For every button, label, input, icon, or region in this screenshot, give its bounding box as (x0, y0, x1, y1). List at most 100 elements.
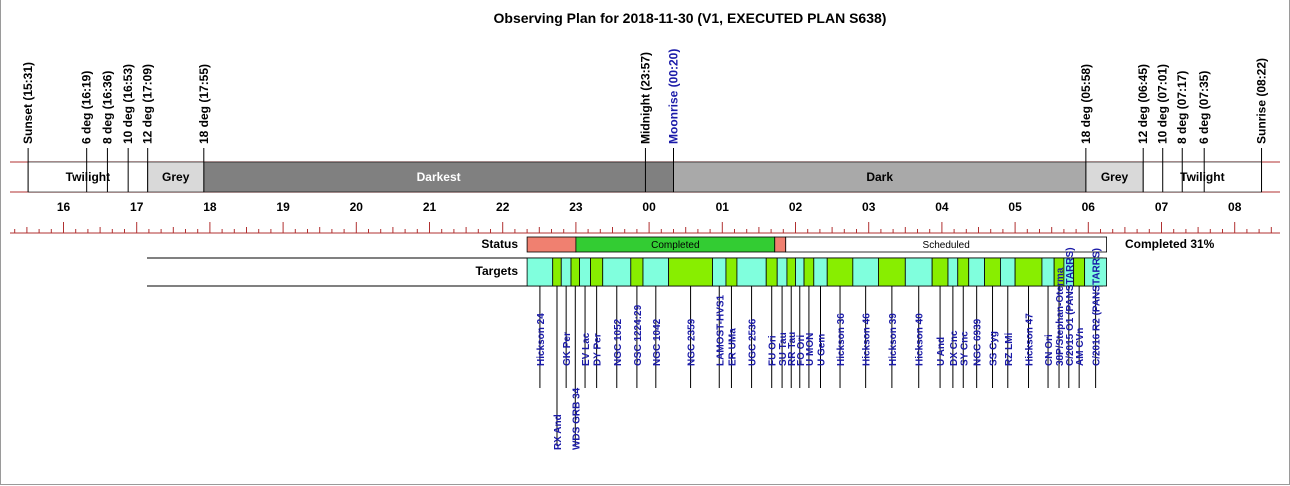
status-segment-0 (526, 236, 577, 253)
target-block-20 (852, 257, 879, 287)
target-label-6: NGC 1052 (613, 318, 624, 366)
target-label-26: NGC 6939 (973, 318, 984, 366)
target-block-1 (552, 257, 562, 287)
event-label-4: 12 deg (17:09) (141, 64, 155, 144)
event-label-11: 8 deg (07:17) (1175, 71, 1189, 144)
target-label-5: DY Per (593, 333, 604, 366)
target-label-15: RR Tau (787, 332, 798, 366)
target-label-25: SY Cnc (959, 331, 970, 366)
target-label-34: C/2016 R2 (PANSTARRS) (1092, 248, 1103, 366)
period-label-0: Twilight (66, 170, 110, 184)
target-label-18: U Gem (817, 334, 828, 366)
hour-label-23: 23 (569, 200, 583, 214)
target-block-25 (957, 257, 970, 287)
target-block-18 (813, 257, 828, 287)
target-label-33: AM CVn (1075, 328, 1086, 366)
period-label-1: Grey (162, 170, 190, 184)
target-label-32: C/2015 O1 (PANSTARRS) (1065, 247, 1076, 366)
target-block-6 (602, 257, 632, 287)
hour-label-22: 22 (496, 200, 510, 214)
hour-label-00: 00 (642, 200, 656, 214)
target-block-4 (579, 257, 591, 287)
targets-row-label: Targets (476, 264, 519, 278)
status-segment-label-3: Scheduled (923, 240, 970, 251)
target-label-14: SU Tau (778, 332, 789, 366)
hour-label-18: 18 (203, 200, 217, 214)
target-label-19: Hickson 36 (836, 313, 847, 366)
target-block-24 (947, 257, 959, 287)
target-label-20: Hickson 46 (862, 313, 873, 366)
target-block-2 (560, 257, 572, 287)
event-label-5: 18 deg (17:55) (197, 64, 211, 144)
target-label-13: FU Ori (768, 335, 779, 366)
event-label-3: 10 deg (16:53) (121, 64, 135, 144)
hour-label-05: 05 (1008, 200, 1022, 214)
target-block-21 (878, 257, 906, 287)
target-label-0: Hickson 24 (536, 313, 547, 366)
hour-label-17: 17 (130, 200, 144, 214)
hour-label-21: 21 (423, 200, 437, 214)
target-block-17 (803, 257, 815, 287)
period-label-4: Grey (1101, 170, 1129, 184)
hour-label-20: 20 (350, 200, 364, 214)
event-label-9: 12 deg (06:45) (1136, 64, 1150, 144)
target-label-3: WDS GRB 34 (571, 387, 582, 450)
period-label-3: Dark (866, 170, 893, 184)
chart-title: Observing Plan for 2018-11-30 (V1, EXECU… (494, 10, 887, 26)
hour-label-01: 01 (716, 200, 730, 214)
target-block-0 (526, 257, 554, 287)
target-label-10: LAMOST-HVS1 (715, 294, 726, 366)
event-label-10: 10 deg (07:01) (1156, 64, 1170, 144)
target-label-7: GSC 1224:29 (633, 304, 644, 366)
event-markers: Sunset (15:31)6 deg (16:19)8 deg (16:36)… (21, 49, 1269, 192)
period-band-2 (203, 161, 674, 193)
event-label-0: Sunset (15:31) (21, 62, 35, 144)
period-band-1 (147, 161, 205, 193)
target-block-22 (904, 257, 933, 287)
hour-label-07: 07 (1155, 200, 1169, 214)
event-label-7: Moonrise (00:20) (667, 49, 681, 144)
target-label-27: SS Cyg (989, 331, 1000, 366)
target-label-23: U And (936, 337, 947, 366)
target-block-3 (570, 257, 580, 287)
event-label-13: Sunrise (08:22) (1255, 58, 1269, 144)
hour-label-06: 06 (1082, 200, 1096, 214)
target-block-7 (630, 257, 644, 287)
target-label-11: ER UMa (727, 328, 738, 366)
target-block-30 (1041, 257, 1055, 287)
target-block-28 (1000, 257, 1016, 287)
target-label-22: Hickson 40 (915, 313, 926, 366)
target-block-15 (786, 257, 796, 287)
target-block-16 (795, 257, 805, 287)
event-label-1: 6 deg (16:19) (80, 71, 94, 144)
status-summary: Completed 31% (1125, 237, 1215, 251)
hour-label-02: 02 (789, 200, 803, 214)
status-segment-2 (774, 236, 787, 253)
target-label-29: Hickson 47 (1025, 313, 1036, 366)
target-block-19 (826, 257, 854, 287)
target-block-8 (642, 257, 670, 287)
status-segment-3 (785, 236, 1107, 253)
target-label-30: CN Ori (1044, 334, 1055, 366)
target-block-14 (776, 257, 788, 287)
target-label-4: EV Lac (581, 332, 592, 366)
event-label-8: 18 deg (05:58) (1079, 64, 1093, 144)
target-block-13 (765, 257, 778, 287)
target-label-12: UGC 2536 (748, 318, 759, 366)
hour-label-19: 19 (276, 200, 290, 214)
target-block-23 (931, 257, 949, 287)
target-label-17: U MON (805, 333, 816, 366)
hour-label-04: 04 (935, 200, 949, 214)
target-label-28: RZ LMi (1004, 332, 1015, 366)
hour-label-03: 03 (862, 200, 876, 214)
target-block-5 (590, 257, 604, 287)
period-label-5: Twilight (1180, 170, 1224, 184)
hour-label-16: 16 (57, 200, 71, 214)
targets-row: Targets (147, 257, 1108, 287)
period-band-3 (673, 161, 1087, 193)
status-row-label: Status (481, 237, 518, 251)
